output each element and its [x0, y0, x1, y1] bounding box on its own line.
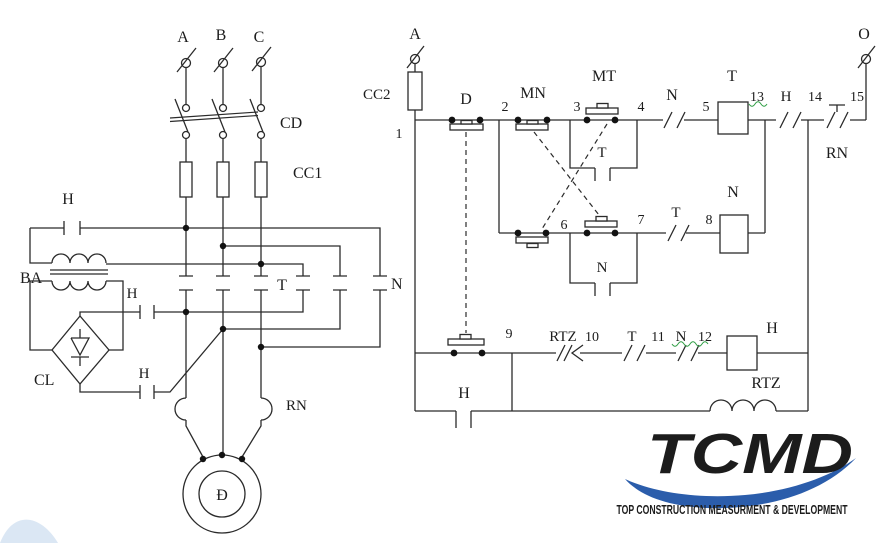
h-primary-contact [63, 221, 81, 235]
t-coil [717, 101, 749, 135]
node-1: 1 [396, 127, 403, 142]
cd-label: CD [280, 115, 302, 132]
n-brake-contact [677, 344, 700, 362]
reverse-button-label: MT [592, 68, 616, 85]
row2-wire [499, 120, 766, 234]
reversing-cross-wires [30, 227, 381, 348]
t-aux-contact [667, 224, 690, 242]
node-5: 5 [703, 100, 710, 115]
h-dc-bottom-label: H [139, 366, 150, 382]
n-seal-contact [569, 233, 638, 296]
t-seal-label: T [597, 145, 606, 161]
rn-overload-contact [826, 104, 849, 129]
main-contacts-t-n [179, 275, 387, 291]
cc1-label: CC1 [293, 165, 322, 182]
reverse-button-mt [583, 102, 619, 124]
h-seal-label: H [458, 385, 470, 402]
n-seal-label: N [597, 260, 608, 276]
phase-b-label: B [216, 27, 227, 44]
node-7: 7 [638, 213, 645, 228]
node-10: 10 [585, 330, 599, 345]
squiggle-n12 [671, 341, 709, 347]
stop-button-d [448, 116, 484, 131]
cl-label: CL [34, 372, 54, 389]
rtz-coil-label: RTZ [751, 375, 780, 392]
n-coil-label: N [727, 184, 739, 201]
control-circuit: A CC2 1 O D 2 MN 3 [363, 26, 876, 428]
power-circuit: A B C CD CC1 [20, 27, 403, 534]
supply-a-label: A [409, 26, 421, 43]
supply-o-label: O [858, 26, 870, 43]
n-brake-label: N [676, 329, 687, 345]
node-12: 12 [698, 330, 712, 345]
cc2-label: CC2 [363, 87, 391, 103]
mn-linked-button [583, 215, 619, 237]
ba-label: BA [20, 270, 43, 287]
logo-tagline: TOP CONSTRUCTION MEASURMENT & DEVELOPMEN… [617, 503, 848, 517]
logo-wordmark: TCMD [647, 422, 853, 486]
forward-button-mn [514, 116, 551, 131]
node-11: 11 [651, 330, 664, 345]
n-coil [719, 214, 749, 254]
phase-c-label: C [254, 29, 265, 46]
t-aux-label: T [671, 205, 680, 221]
t-brake-contact [623, 344, 646, 362]
bottom-bus [415, 120, 809, 428]
node-8: 8 [706, 213, 713, 228]
t-main-label: T [277, 277, 287, 294]
node-4: 4 [638, 100, 645, 115]
control-supply-a [406, 45, 425, 411]
h-interlock-contact [779, 111, 802, 129]
t-coil-label: T [727, 68, 737, 85]
phase-wires [185, 67, 262, 458]
power-junction-dots [182, 224, 265, 463]
mt-linked-button [514, 229, 550, 249]
node-2: 2 [502, 100, 509, 115]
node-3: 3 [574, 100, 581, 115]
t-seal-contact [569, 120, 638, 181]
rn-overload-heaters [174, 397, 273, 421]
node-9: 9 [506, 327, 513, 342]
brake-button-h [447, 333, 486, 357]
tcmd-logo: TCMD TOP CONSTRUCTION MEASURMENT & DEVEL… [617, 422, 856, 517]
cd-knife-switch [169, 98, 266, 140]
cl-rectifier-bridge [51, 314, 110, 386]
node-14: 14 [808, 90, 822, 105]
rn-heaters-label: RN [286, 398, 307, 414]
h-coil-label: H [766, 320, 778, 337]
control-supply-o [857, 45, 876, 120]
phase-a-label: A [177, 29, 189, 46]
n-interlock-contact [663, 111, 686, 129]
h-dc-top-label: H [127, 286, 138, 302]
motor-label: Đ [216, 487, 228, 504]
ba-transformer [29, 228, 124, 351]
mechanical-interlock-dashes [465, 123, 608, 333]
corner-wisp [0, 519, 58, 543]
dc-injection-bottom-branch [79, 328, 224, 399]
node-13: 13 [750, 90, 764, 105]
forward-button-label: MN [520, 85, 546, 102]
rtz-contact-label: RTZ [549, 329, 576, 345]
node-15: 15 [850, 90, 864, 105]
h-interlock-label: H [781, 89, 792, 105]
rtz-timed-contact [556, 344, 584, 362]
h-primary-contact-label: H [62, 191, 74, 208]
phase-disconnect-switches [176, 46, 272, 73]
squiggle-13 [748, 101, 768, 107]
dc-injection-top-branch [79, 305, 186, 319]
rn-contact-label: RN [826, 145, 849, 162]
stop-button-label: D [460, 91, 472, 108]
logo-swoosh [625, 458, 856, 509]
cc1-fuses [179, 161, 268, 198]
n-interlock-label: N [666, 87, 678, 104]
h-coil [726, 335, 758, 371]
node-6: 6 [561, 218, 568, 233]
n-main-label: N [391, 276, 403, 293]
t-brake-label: T [627, 329, 636, 345]
